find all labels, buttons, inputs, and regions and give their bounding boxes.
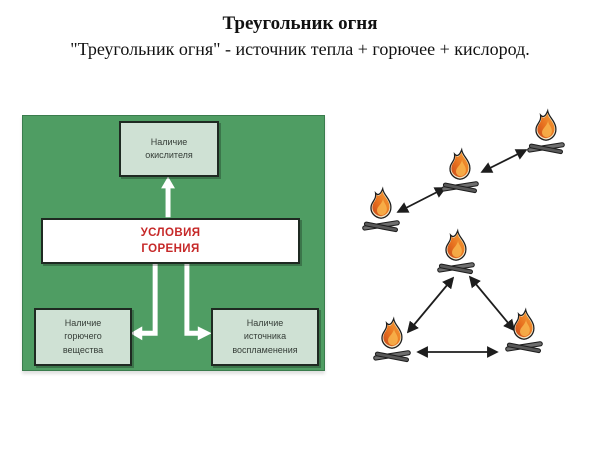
fuel-box: Наличие горючего вещества <box>34 308 132 366</box>
campfire-illustration <box>361 110 566 363</box>
arrow-up-to-oxidizer <box>161 176 175 218</box>
page-subtitle: "Треугольник огня" - источник тепла + го… <box>70 38 530 59</box>
fire-spread-arrows <box>396 149 528 358</box>
triangle-arrow-left <box>406 276 455 334</box>
oxidizer-box: Наличие окислителя <box>119 121 219 177</box>
campfire-icon <box>504 309 544 354</box>
ignition-source-box: Наличие источника воспламенения <box>211 308 319 366</box>
campfire-icon <box>372 318 412 363</box>
chain-arrow-1 <box>396 187 447 213</box>
combustion-conditions-box: УСЛОВИЯ ГОРЕНИЯ <box>41 218 300 264</box>
page-title: Треугольник огня <box>222 13 378 34</box>
arrow-down-left-to-fuel <box>130 262 158 341</box>
campfire-icon <box>526 110 566 155</box>
triangle-arrow-right <box>468 275 516 332</box>
chain-arrow-2 <box>480 149 528 173</box>
campfire-icon <box>361 188 401 233</box>
campfire-icon <box>440 149 480 194</box>
combustion-conditions-diagram: Наличие окислителя УСЛОВИЯ ГОРЕНИЯ Налич… <box>22 115 325 371</box>
slide-header: Треугольник огня "Треугольник огня" - ис… <box>0 12 600 60</box>
campfire-icon <box>436 230 476 275</box>
diagram-arrows-layer <box>130 176 212 341</box>
arrow-down-right-to-ignition <box>184 262 212 341</box>
